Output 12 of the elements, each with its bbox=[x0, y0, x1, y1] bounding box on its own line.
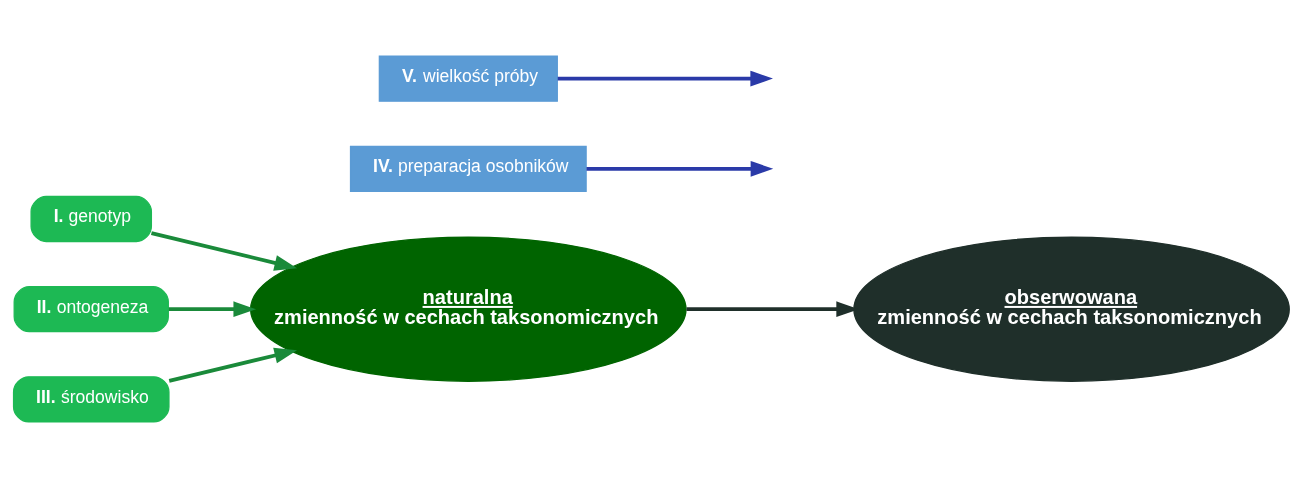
node-box: I. genotyp bbox=[30, 195, 153, 242]
arrow bbox=[557, 70, 773, 86]
node-box: II. ontogeneza bbox=[13, 285, 169, 332]
node-box: IV. preparacja osobników bbox=[349, 145, 587, 192]
node-ellipse: naturalna zmienność w cechach taksonomicznych bbox=[250, 236, 687, 382]
node-box: III. środowisko bbox=[12, 375, 170, 423]
arrow bbox=[168, 300, 257, 317]
arrow bbox=[151, 230, 298, 271]
node-box: V. wielkość próby bbox=[378, 54, 558, 102]
node-ellipse: obserwowana zmienność w cechach taksonomicznych bbox=[853, 236, 1290, 382]
arrow bbox=[586, 160, 774, 177]
arrow bbox=[168, 347, 298, 383]
